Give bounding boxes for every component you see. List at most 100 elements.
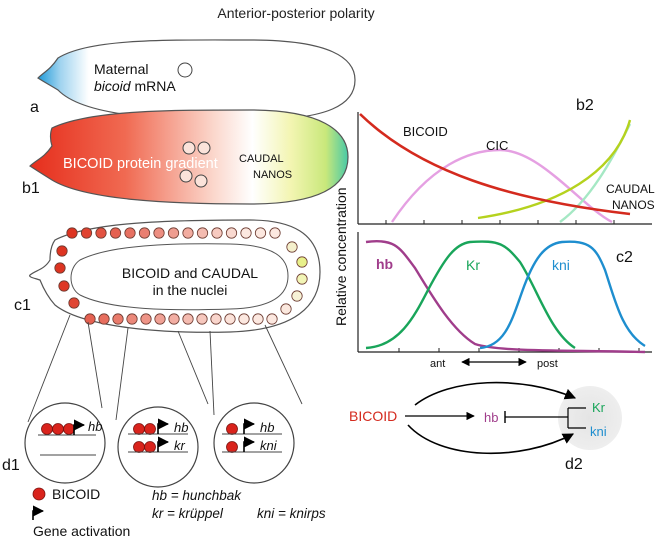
legend-kni: kni = knirps	[257, 506, 326, 521]
bicoid-gradient-label: BICOID protein gradient	[63, 156, 218, 172]
gene-hb-c2: hb	[174, 420, 188, 435]
nucleus-cell	[254, 227, 267, 239]
caudal-label-b1: CAUDAL	[239, 153, 284, 165]
nucleus-cell	[68, 297, 80, 309]
legend-kr-name: krüppel	[179, 506, 224, 521]
gene-hb-c3: hb	[260, 420, 274, 435]
c1-line2: in the nuclei	[153, 282, 228, 298]
nucleus-cell	[95, 227, 107, 239]
curve-hb	[365, 239, 646, 354]
nucleus-cell	[225, 227, 238, 239]
legend-kr: kr = krüppel	[152, 506, 224, 521]
legend-bicoid-label: BICOID	[52, 486, 100, 502]
gene-kr-c2: kr	[174, 438, 186, 453]
b2-cic-label: CIC	[486, 138, 508, 153]
nucleus-cell	[291, 290, 303, 302]
nucleus-cell	[266, 313, 278, 325]
nucleus-cell	[252, 313, 264, 325]
legend-kni-abbr: kni	[257, 506, 275, 521]
legend-hb: hb = hunchbak	[152, 488, 242, 503]
nucleus-cell	[153, 227, 165, 239]
curve-kr	[365, 240, 576, 350]
nucleus-cell	[98, 313, 110, 325]
c2-kni-label: kni	[552, 257, 570, 273]
curve-cic	[391, 148, 613, 224]
curve-caudal	[477, 119, 632, 220]
legend-hb-name: hunchbak	[182, 488, 242, 503]
embryo-c1-inner	[70, 243, 289, 311]
gene-kni-c3: kni	[260, 438, 278, 453]
zoom-circle-3	[213, 402, 295, 484]
nucleus-cell	[182, 227, 194, 239]
d2-kni-label: kni	[590, 424, 607, 439]
mrna-text: mRNA	[131, 78, 177, 94]
bicoid-nucleus	[41, 423, 53, 435]
legend: BICOID Gene activation hb = hunchbak kr …	[32, 486, 326, 539]
nanos-label-b1: NANOS	[253, 169, 292, 181]
nucleus-cell	[154, 313, 166, 325]
bicoid-nucleus	[226, 423, 238, 435]
zoom-connectors	[27, 314, 303, 423]
panel-a-line2: bicoid mRNA	[94, 78, 176, 94]
d2-bicoid-label: BICOID	[349, 408, 397, 424]
panel-label-d2: d2	[565, 456, 583, 473]
arrow-bicoid-to-krkni-top	[414, 381, 577, 406]
embryo-a-outline	[37, 39, 356, 121]
inhibit-bracket	[568, 407, 586, 429]
panel-d1: hb hb kr hb kni d1	[2, 402, 295, 488]
legend-eq: =	[167, 488, 182, 503]
nucleus-cell	[168, 313, 180, 325]
x-post-label: post	[537, 358, 558, 370]
panel-label-d1: d1	[2, 457, 20, 474]
activation-arrow	[157, 418, 170, 434]
legend-kr-abbr: kr	[152, 506, 164, 521]
panel-label-c2: c2	[616, 249, 633, 266]
legend-bicoid-dot	[32, 487, 46, 501]
kr-kni-node-bg	[558, 386, 622, 450]
nucleus-cell	[138, 227, 151, 239]
panel-label-b2: b2	[576, 97, 594, 114]
c1-line1: BICOID and CAUDAL	[122, 265, 258, 281]
curve-kni	[479, 240, 646, 350]
panel-d2: BICOID hb Kr kni d2	[349, 381, 622, 473]
y-axis-label: Relative concentration	[333, 187, 349, 326]
activation-arrow	[243, 418, 256, 434]
nucleus-cell	[286, 241, 298, 253]
panel-a: Maternal bicoid mRNA a	[30, 39, 356, 121]
nucleus-cell	[124, 227, 136, 239]
bicoid-nucleus	[226, 441, 238, 453]
c1-nuclei-ring	[54, 227, 308, 325]
arrow-bicoid-to-krkni-bottom	[407, 424, 574, 455]
nucleus-cell	[296, 273, 308, 285]
legend-kni-name: knirps	[290, 506, 326, 521]
zoom-circle-1	[24, 402, 106, 484]
nucleus-cell	[211, 227, 223, 239]
x-ant-label: ant	[430, 358, 445, 370]
panel-a-line1: Maternal	[94, 61, 148, 77]
bicoid-nucleus	[52, 423, 64, 435]
activation-arrow	[73, 419, 86, 435]
nucleus-cell	[56, 245, 68, 257]
nucleus-cell	[58, 280, 70, 292]
plot-c2: hb Kr kni c2 ant post	[357, 232, 652, 370]
activation-arrow	[243, 436, 256, 452]
legend-eq: =	[274, 506, 289, 521]
panel-label-b1: b1	[22, 180, 40, 197]
bicoid-nucleus	[63, 423, 75, 435]
legend-eq: =	[163, 506, 178, 521]
activation-arrow	[157, 436, 170, 452]
nucleus-cell	[167, 227, 180, 239]
panel-label-a: a	[30, 99, 39, 116]
curve-bicoid	[359, 113, 631, 216]
legend-hb-abbr: hb	[152, 488, 168, 503]
nucleus-outline	[194, 174, 208, 188]
bicoid-italic: bicoid	[94, 78, 132, 94]
nucleus-cell	[196, 313, 208, 325]
figure-title: Anterior-posterior polarity	[217, 5, 374, 21]
nucleus-cell	[210, 313, 222, 325]
b2-nanos-label: NANOS	[612, 198, 655, 212]
nucleus-cell	[80, 227, 93, 239]
panel-b1: BICOID protein gradient CAUDAL NANOS b1	[22, 109, 349, 205]
plot-b2: BICOID CIC CAUDAL NANOS b2	[357, 97, 655, 225]
nucleus-cell	[84, 313, 96, 325]
